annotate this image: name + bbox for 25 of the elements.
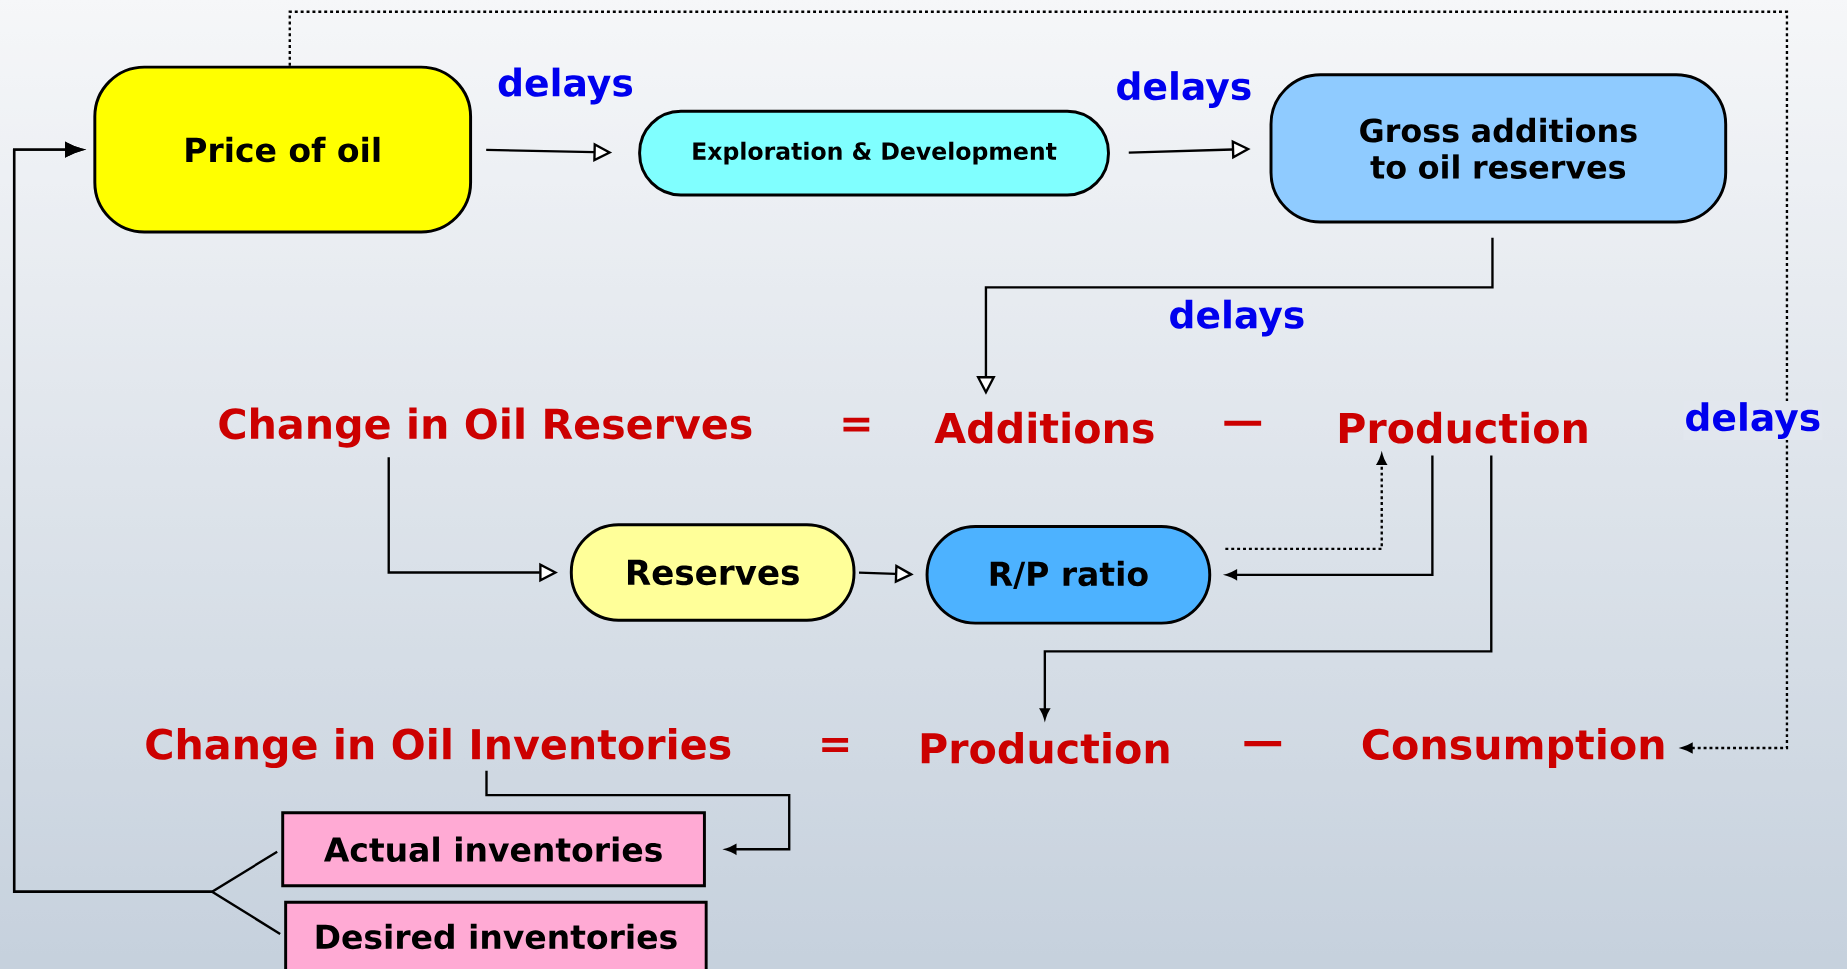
equation-term: Consumption	[1362, 727, 1664, 768]
dotted-arrow	[1225, 453, 1387, 550]
edge-label: delays	[1170, 299, 1304, 337]
edge-label: delays	[498, 67, 633, 105]
process-box: Price of oil	[93, 65, 473, 234]
edge-label: delays	[1683, 400, 1823, 440]
equation-term: Production	[1339, 411, 1587, 444]
equation-operator: —	[1244, 740, 1282, 746]
inventory-box: Desired inventories	[284, 900, 708, 969]
equation-operator: =	[843, 417, 870, 432]
arrow	[1226, 455, 1434, 580]
equation-term: Production	[921, 731, 1169, 764]
process-box: Gross additions to oil reserves	[1269, 73, 1728, 224]
equation-term: Change in Oil Reserves	[219, 407, 752, 448]
equation-term: Additions	[934, 411, 1154, 444]
process-box: R/P ratio	[925, 524, 1212, 625]
edge-label: delays	[1117, 70, 1251, 108]
dotted-arrow	[288, 10, 1789, 753]
inventory-box: Actual inventories	[281, 811, 706, 888]
equation-term: Change in Oil Inventories	[146, 727, 731, 768]
process-box: Reserves	[569, 523, 856, 622]
equation-operator: =	[822, 737, 849, 752]
equation-operator: —	[1224, 420, 1262, 426]
arrow	[485, 770, 791, 854]
process-box: Exploration & Development	[638, 109, 1110, 197]
